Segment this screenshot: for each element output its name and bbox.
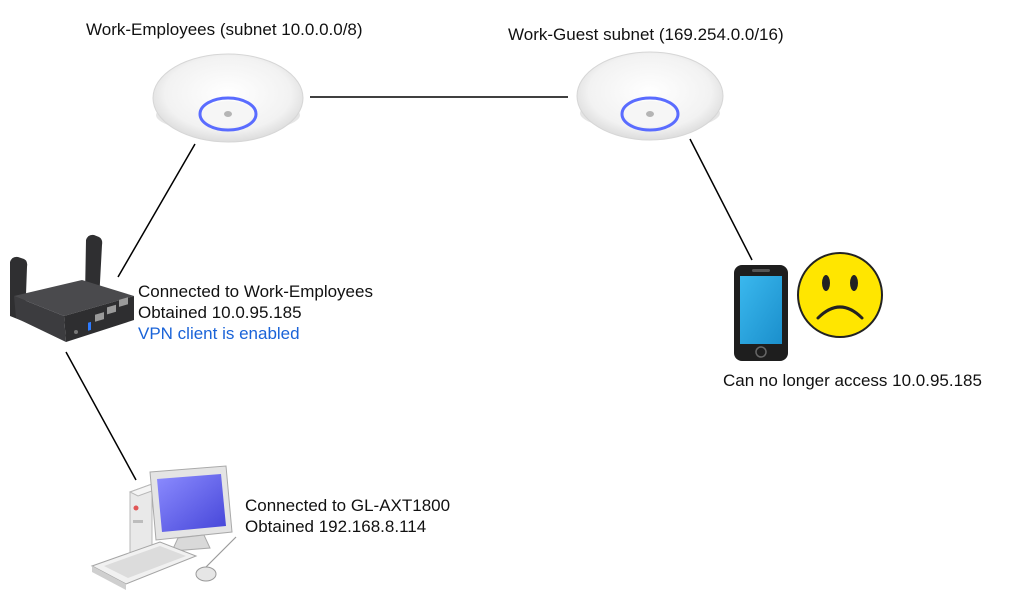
access-point-guest-icon	[576, 51, 724, 141]
link-router-to-pc	[65, 351, 137, 481]
router-connection-text: Connected to Work-Employees	[138, 282, 373, 301]
desktop-computer-icon	[90, 465, 237, 590]
router-status-label: Connected to Work-Employees Obtained 10.…	[138, 281, 373, 344]
link-ap-employees-to-router	[117, 143, 196, 278]
pc-status-label: Connected to GL-AXT1800 Obtained 192.168…	[245, 495, 450, 537]
ap-guest-label: Work-Guest subnet (169.254.0.0/16)	[508, 25, 784, 44]
ap-employees-label: Work-Employees (subnet 10.0.0.0/8)	[86, 20, 363, 39]
router-ip-text: Obtained 10.0.95.185	[138, 303, 302, 322]
link-ap-guest-to-phone	[689, 138, 753, 261]
pc-connection-text: Connected to GL-AXT1800	[245, 496, 451, 515]
sad-face-icon	[797, 252, 883, 338]
router-vpn-status-text: VPN client is enabled	[138, 324, 300, 343]
connections	[65, 96, 753, 481]
router-icon	[10, 234, 134, 342]
phone-status-label: Can no longer access 10.0.95.185	[723, 371, 982, 390]
smartphone-icon	[734, 265, 788, 361]
pc-ip-text: Obtained 192.168.8.114	[245, 517, 427, 536]
access-point-employees-icon	[152, 53, 304, 143]
